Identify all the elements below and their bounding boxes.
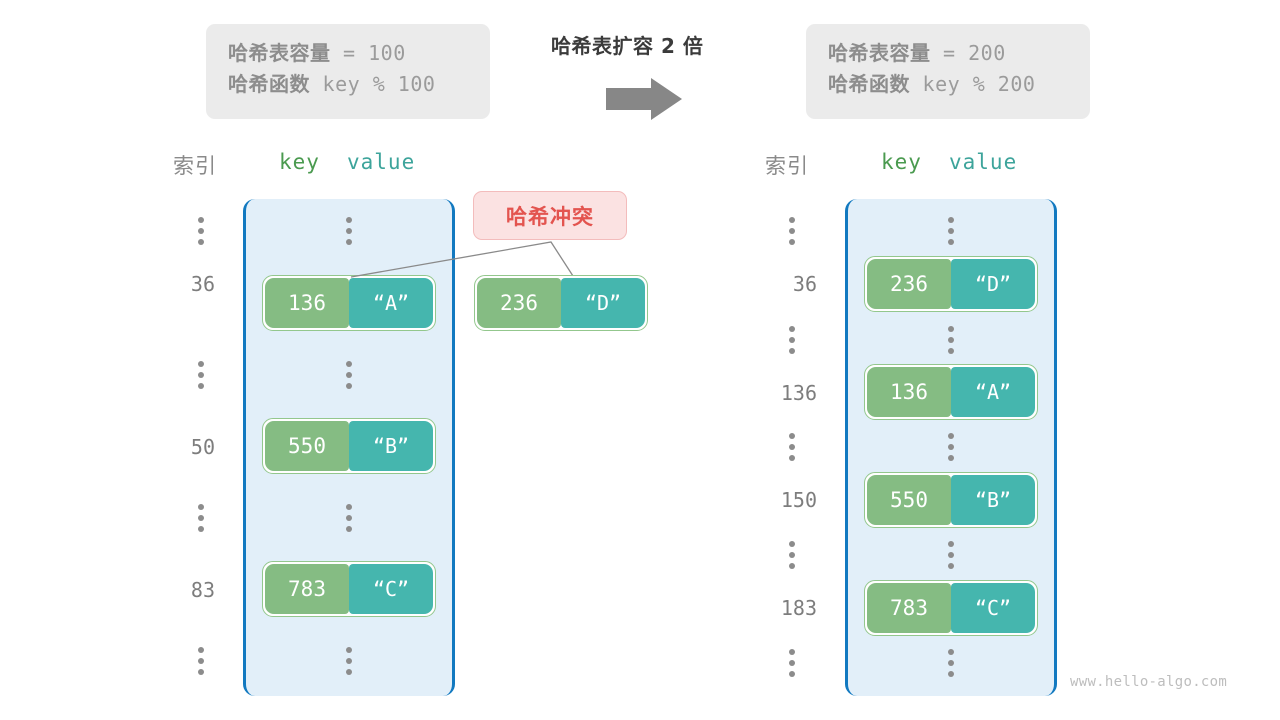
after-entry[interactable]: 236 “D” <box>864 256 1038 312</box>
entry-key: 550 <box>867 475 951 525</box>
entry-key: 236 <box>477 278 561 328</box>
after-index-label: 150 <box>780 488 817 512</box>
bucket-ellipsis-icon <box>947 541 954 569</box>
index-ellipsis-icon <box>788 217 795 245</box>
index-ellipsis-icon <box>788 541 795 569</box>
after-capacity-value: = 200 <box>930 41 1006 65</box>
after-hash-line: 哈希函数 key % 200 <box>828 69 1068 100</box>
collision-orphan-entry[interactable]: 236 “D” <box>474 275 648 331</box>
entry-key: 783 <box>265 564 349 614</box>
right-arrow-icon <box>606 78 682 124</box>
before-hash-label: 哈希函数 <box>228 72 310 96</box>
entry-value: “A” <box>951 367 1035 417</box>
index-ellipsis-icon <box>197 647 204 675</box>
collision-badge: 哈希冲突 <box>473 191 627 240</box>
index-ellipsis-icon <box>197 217 204 245</box>
bucket-ellipsis-icon <box>345 504 352 532</box>
entry-key: 783 <box>867 583 951 633</box>
entry-value: “A” <box>349 278 433 328</box>
index-ellipsis-icon <box>197 504 204 532</box>
index-ellipsis-icon <box>788 326 795 354</box>
before-entry[interactable]: 136 “A” <box>262 275 436 331</box>
before-header-key: key <box>279 150 320 174</box>
before-header-index: 索引 <box>173 154 217 178</box>
before-index-label: 50 <box>190 435 215 459</box>
after-entry[interactable]: 136 “A” <box>864 364 1038 420</box>
after-capacity-label: 哈希表容量 <box>828 41 931 65</box>
index-ellipsis-icon <box>788 649 795 677</box>
before-index-label: 36 <box>190 272 215 296</box>
after-entry[interactable]: 550 “B” <box>864 472 1038 528</box>
after-header-index: 索引 <box>765 154 809 178</box>
entry-value: “C” <box>349 564 433 614</box>
entry-value: “C” <box>951 583 1035 633</box>
before-capacity-value: = 100 <box>330 41 406 65</box>
entry-value: “B” <box>349 421 433 471</box>
bucket-ellipsis-icon <box>345 217 352 245</box>
bucket-ellipsis-icon <box>345 647 352 675</box>
entry-key: 136 <box>867 367 951 417</box>
after-header-value: value <box>949 150 1018 174</box>
after-info-box: 哈希表容量 = 200 哈希函数 key % 200 <box>806 24 1090 119</box>
before-index-label: 83 <box>190 578 215 602</box>
bucket-ellipsis-icon <box>947 326 954 354</box>
bucket-ellipsis-icon <box>345 361 352 389</box>
entry-value: “D” <box>951 259 1035 309</box>
before-hash-value: key % 100 <box>310 72 436 96</box>
index-ellipsis-icon <box>788 433 795 461</box>
diagram-title: 哈希表扩容 2 倍 <box>551 34 704 58</box>
after-index-label: 136 <box>780 381 817 405</box>
before-info-box: 哈希表容量 = 100 哈希函数 key % 100 <box>206 24 490 119</box>
index-ellipsis-icon <box>197 361 204 389</box>
entry-value: “B” <box>951 475 1035 525</box>
after-capacity-line: 哈希表容量 = 200 <box>828 38 1068 69</box>
after-hash-value: key % 200 <box>910 72 1036 96</box>
entry-value: “D” <box>561 278 645 328</box>
entry-key: 236 <box>867 259 951 309</box>
before-entry[interactable]: 783 “C” <box>262 561 436 617</box>
bucket-ellipsis-icon <box>947 433 954 461</box>
after-entry[interactable]: 783 “C” <box>864 580 1038 636</box>
bucket-ellipsis-icon <box>947 217 954 245</box>
before-entry[interactable]: 550 “B” <box>262 418 436 474</box>
after-index-label: 36 <box>792 272 817 296</box>
after-index-label: 183 <box>780 596 817 620</box>
entry-key: 136 <box>265 278 349 328</box>
before-capacity-label: 哈希表容量 <box>228 41 331 65</box>
before-header-value: value <box>347 150 416 174</box>
before-capacity-line: 哈希表容量 = 100 <box>228 38 468 69</box>
watermark: www.hello-algo.com <box>1070 674 1228 690</box>
after-hash-label: 哈希函数 <box>828 72 910 96</box>
bucket-ellipsis-icon <box>947 649 954 677</box>
before-hash-line: 哈希函数 key % 100 <box>228 69 468 100</box>
entry-key: 550 <box>265 421 349 471</box>
after-header-key: key <box>881 150 922 174</box>
